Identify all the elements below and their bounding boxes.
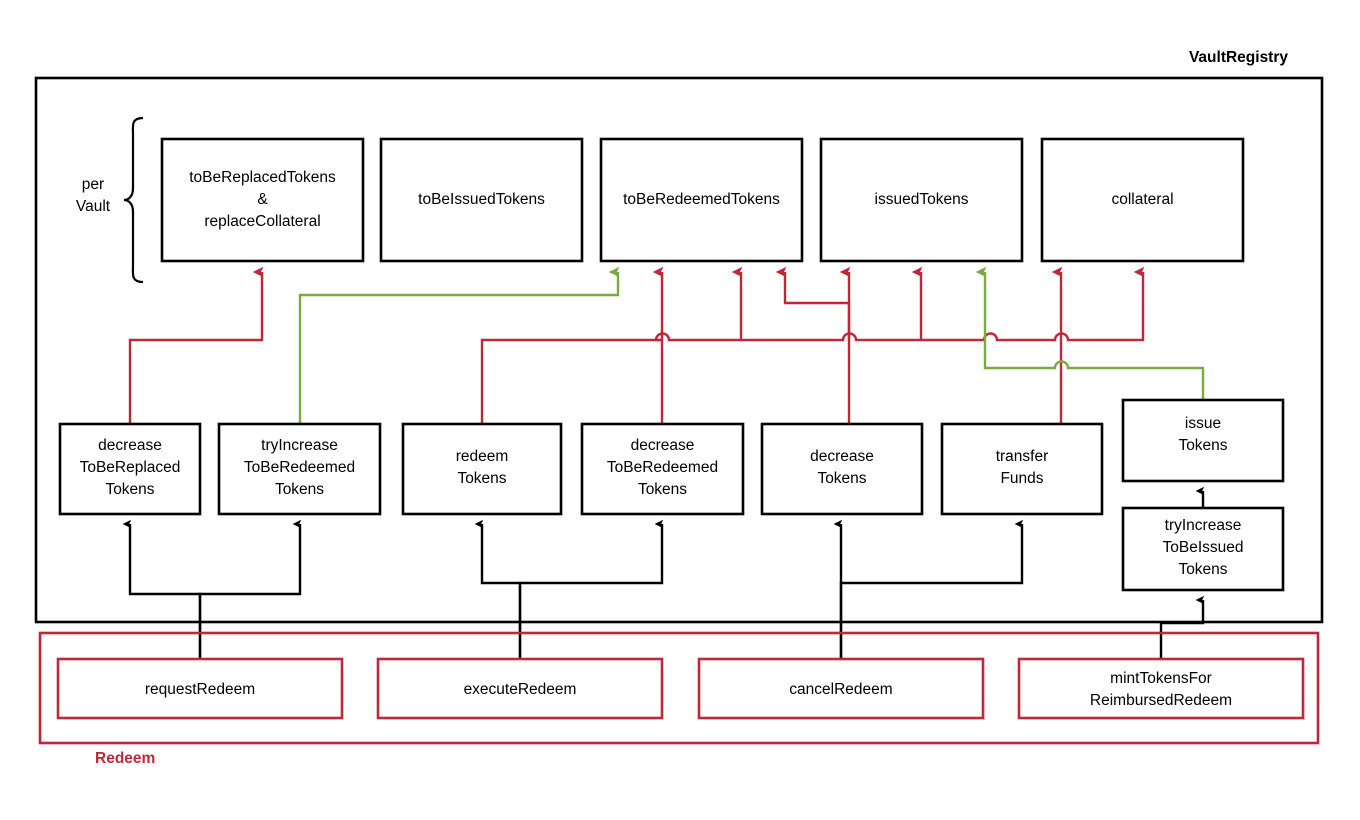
redeem-box-executeRedeem[interactable]: executeRedeem bbox=[376, 657, 664, 720]
redeem-box-label: executeRedeem bbox=[464, 681, 577, 698]
state-box-rect[interactable] bbox=[599, 137, 804, 263]
function-box-label: decrease bbox=[810, 448, 874, 465]
redeem-group-label: Redeem bbox=[95, 750, 155, 767]
wire-executeRedeem-to-redeemTokens bbox=[474, 519, 522, 659]
redeem-box-rect[interactable] bbox=[376, 657, 664, 720]
function-box-label: Tokens bbox=[1178, 437, 1227, 454]
function-box-label: Funds bbox=[1000, 470, 1043, 487]
redeem-box-cancelRedeem[interactable]: cancelRedeem bbox=[697, 657, 985, 720]
redeem-box-requestRedeem[interactable]: requestRedeem bbox=[56, 657, 344, 720]
state-box-label: & bbox=[257, 191, 268, 208]
function-box-rect[interactable] bbox=[940, 422, 1104, 516]
function-box-label: Tokens bbox=[457, 470, 506, 487]
function-box-rect[interactable] bbox=[760, 422, 924, 516]
redeem-box-rect[interactable] bbox=[56, 657, 344, 720]
function-box-label: Tokens bbox=[1178, 561, 1227, 578]
function-box-label: decrease bbox=[631, 437, 695, 454]
redeem-box-mintTokensForReimbursedRedeem[interactable]: mintTokensFor ReimbursedRedeem bbox=[1017, 657, 1305, 720]
wire-red-main-bus bbox=[654, 266, 1145, 342]
function-box-label: Tokens bbox=[817, 470, 866, 487]
per-vault-label-line2: Vault bbox=[76, 198, 111, 215]
function-box-rect[interactable] bbox=[580, 422, 745, 516]
state-box-issuedTokens[interactable]: issuedTokens bbox=[819, 137, 1024, 263]
state-box-label: toBeIssuedTokens bbox=[418, 191, 545, 208]
function-box-label: Tokens bbox=[638, 481, 687, 498]
function-box-label: redeem bbox=[456, 448, 509, 465]
function-box-rect[interactable] bbox=[1121, 398, 1285, 483]
vault-registry-container bbox=[34, 76, 1324, 624]
state-box-toBeReplacedTokens[interactable]: toBeReplacedTokens & replaceCollateral bbox=[160, 137, 365, 263]
wire-red-hook-toBeRedeemedTokens-c bbox=[775, 266, 851, 340]
wire-issueTokens-to-issuedTokens bbox=[975, 266, 1205, 400]
per-vault-label-line1: per bbox=[82, 176, 104, 193]
function-box-label: ToBeReplaced bbox=[80, 459, 181, 476]
function-box-decreaseTokens[interactable]: decrease Tokens bbox=[760, 422, 924, 516]
redeem-container bbox=[38, 631, 1320, 745]
function-box-rect[interactable] bbox=[401, 422, 563, 516]
state-box-rect[interactable] bbox=[160, 137, 365, 263]
function-box-rect[interactable] bbox=[58, 422, 202, 516]
state-box-label: toBeRedeemedTokens bbox=[623, 191, 780, 208]
redeem-box-label: mintTokensFor bbox=[1110, 670, 1212, 687]
function-box-redeemTokens[interactable]: redeem Tokens bbox=[401, 422, 563, 516]
redeem-box-rect[interactable] bbox=[697, 657, 985, 720]
redeem-box-label: ReimbursedRedeem bbox=[1090, 692, 1232, 709]
function-box-rect[interactable] bbox=[1121, 506, 1285, 592]
function-box-label: ToBeIssued bbox=[1163, 539, 1244, 556]
function-box-tryIncreaseToBeIssuedTokens[interactable]: tryIncrease ToBeIssued Tokens bbox=[1121, 506, 1285, 592]
wire-cancelRedeem-to-transferFunds bbox=[839, 519, 1024, 659]
wire-requestRedeem-to-decreaseToBeReplacedTokens bbox=[122, 519, 202, 659]
function-box-label: ToBeRedeemed bbox=[607, 459, 718, 476]
function-box-tryIncreaseToBeRedeemedTokens[interactable]: tryIncrease ToBeRedeemed Tokens bbox=[217, 422, 382, 516]
vault-registry-title: VaultRegistry bbox=[1189, 49, 1288, 66]
function-box-issueTokens[interactable]: issue Tokens bbox=[1121, 398, 1285, 483]
state-box-rect[interactable] bbox=[1040, 137, 1245, 263]
state-box-label: issuedTokens bbox=[875, 191, 969, 208]
wire-tryIncreaseToBeRedeemedTokens-to-toBeRedeemedTokens bbox=[298, 266, 620, 424]
redeem-box-rect[interactable] bbox=[1017, 657, 1305, 720]
function-box-label: transfer bbox=[996, 448, 1049, 465]
state-box-label: collateral bbox=[1111, 191, 1173, 208]
function-box-label: decrease bbox=[98, 437, 162, 454]
state-box-toBeIssuedTokens[interactable]: toBeIssuedTokens bbox=[379, 137, 584, 263]
per-vault-brace: per Vault bbox=[76, 116, 144, 284]
wire-redeemTokens-bus-left bbox=[480, 338, 662, 424]
state-box-label: toBeReplacedTokens bbox=[189, 169, 336, 186]
wire-requestRedeem-to-tryIncreaseToBeRedeemedTokens bbox=[198, 519, 302, 659]
wire-layer-green bbox=[298, 266, 1205, 424]
state-box-label: replaceCollateral bbox=[204, 213, 320, 230]
state-box-rect[interactable] bbox=[379, 137, 584, 263]
function-box-label: ToBeRedeemed bbox=[244, 459, 355, 476]
function-box-label: Tokens bbox=[275, 481, 324, 498]
state-box-toBeRedeemedTokens[interactable]: toBeRedeemedTokens bbox=[599, 137, 804, 263]
redeem-box-label: cancelRedeem bbox=[789, 681, 892, 698]
wire-layer-red bbox=[128, 266, 1145, 424]
function-box-transferFunds[interactable]: transfer Funds bbox=[940, 422, 1104, 516]
wire-decreaseToBeReplacedTokens-to-toBeReplacedTokens bbox=[128, 266, 264, 424]
wire-mintTokensForReimbursedRedeem-to-tryIncreaseToBeIssuedTokens bbox=[1159, 595, 1205, 659]
state-box-collateral[interactable]: collateral bbox=[1040, 137, 1245, 263]
wire-executeRedeem-to-decreaseToBeRedeemedTokens bbox=[518, 519, 664, 659]
function-box-decreaseToBeReplacedTokens[interactable]: decrease ToBeReplaced Tokens bbox=[58, 422, 202, 516]
state-box-rect[interactable] bbox=[819, 137, 1024, 263]
function-box-label: tryIncrease bbox=[261, 437, 338, 454]
function-box-rect[interactable] bbox=[217, 422, 382, 516]
function-box-label: issue bbox=[1185, 415, 1221, 432]
function-box-label: Tokens bbox=[105, 481, 154, 498]
function-box-decreaseToBeRedeemedTokens[interactable]: decrease ToBeRedeemed Tokens bbox=[580, 422, 745, 516]
redeem-box-label: requestRedeem bbox=[145, 681, 255, 698]
function-box-label: tryIncrease bbox=[1165, 517, 1242, 534]
